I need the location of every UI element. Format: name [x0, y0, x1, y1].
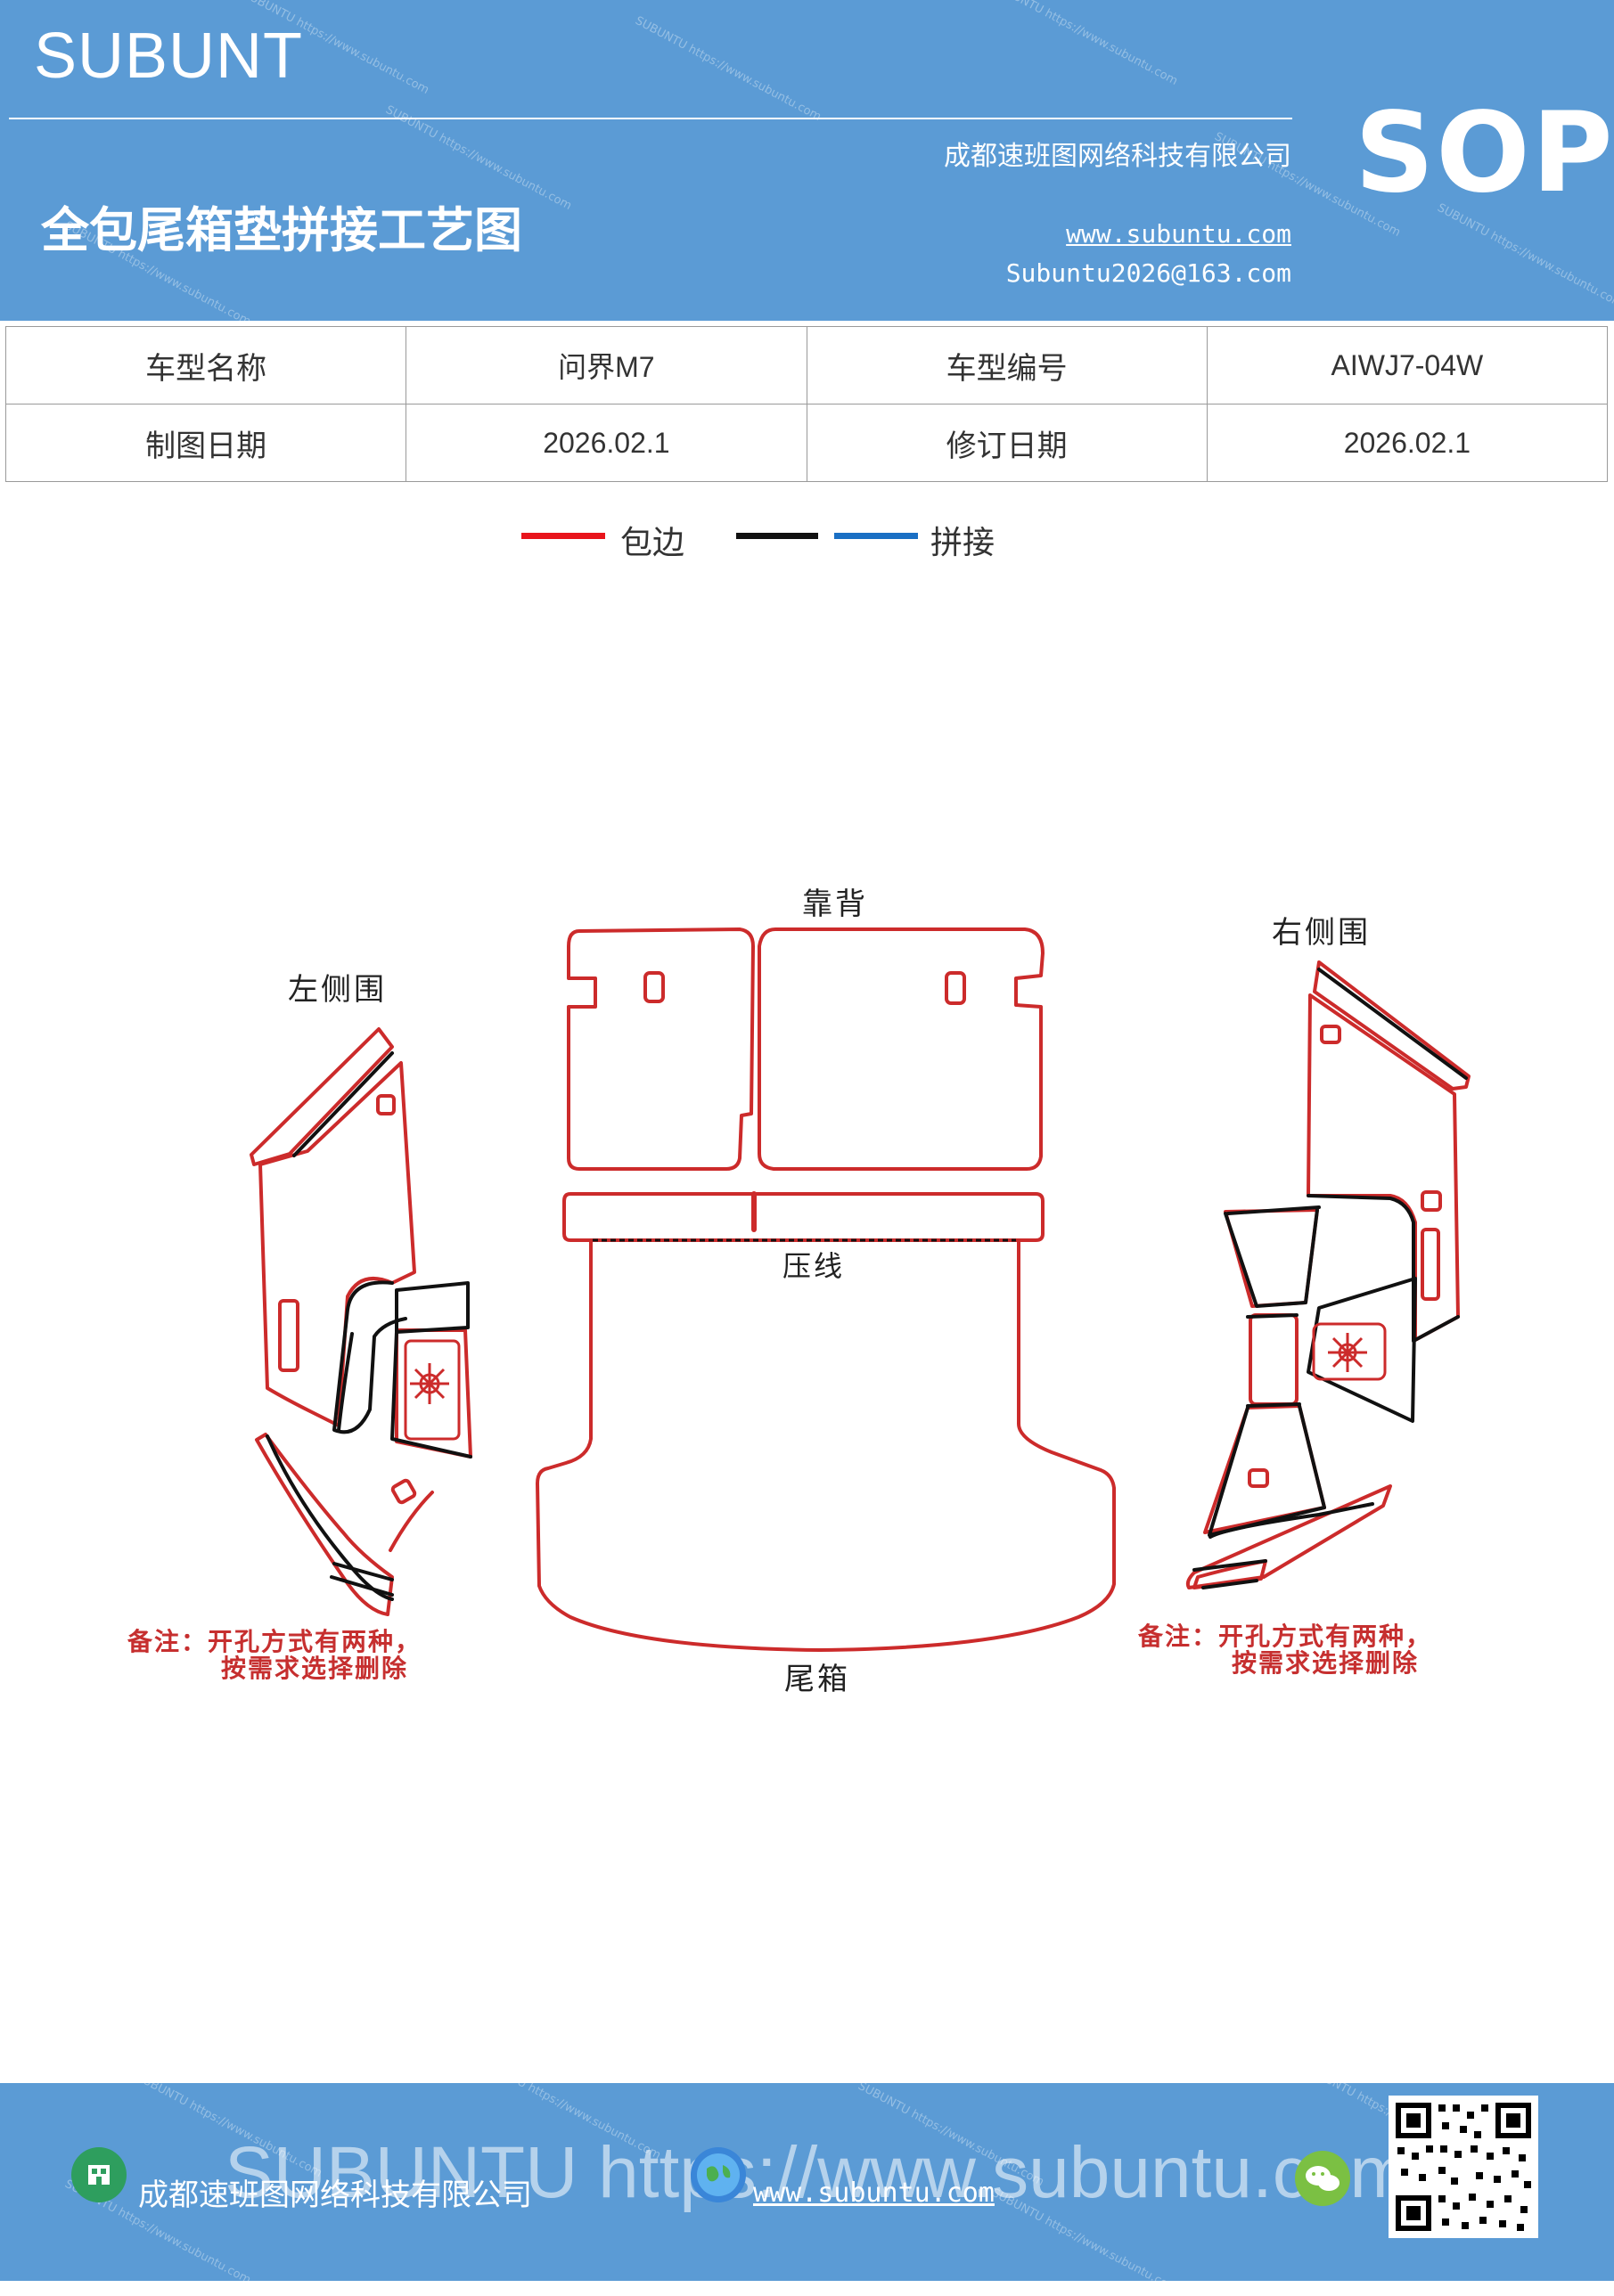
trunk-label: 尾箱	[784, 1662, 850, 1697]
globe-icon	[691, 2147, 746, 2202]
page-header: SUBUNTU https://www.subuntu.com SUBUNTU …	[0, 0, 1614, 329]
backrest-label: 靠背	[802, 887, 868, 922]
model-code-label: 车型编号	[806, 326, 1208, 404]
draw-date-value: 2026.02.1	[406, 404, 807, 482]
legend-edging-label: 包边	[620, 525, 685, 561]
left-side-slot-long	[278, 1299, 299, 1372]
right-side-small-slot	[1248, 1468, 1269, 1488]
legend: 包边 拼接	[0, 517, 1614, 570]
crease-label: 压线	[782, 1249, 845, 1283]
website-link[interactable]: www.subuntu.com	[1066, 219, 1291, 249]
revise-date-value: 2026.02.1	[1206, 404, 1609, 482]
backrest-right-slot	[945, 971, 966, 1005]
model-name-label: 车型名称	[4, 326, 407, 404]
right-side-center-block	[1249, 1313, 1299, 1406]
footer-watermark-text: SUBUNTU https://www.subuntu.com	[225, 2132, 1411, 2213]
company-name: 成都速班图网络科技有限公司	[944, 141, 1291, 172]
revise-date-label: 修订日期	[806, 404, 1208, 482]
footer-website[interactable]: www.subuntu.com	[753, 2178, 995, 2209]
table-row: 车型名称 问界M7 车型编号 AIWJ7-04W	[4, 326, 1609, 404]
note-right-line2: 按需求选择删除	[1232, 1648, 1419, 1678]
legend-black-swatch	[736, 533, 818, 539]
brand-name: SUBUNT	[34, 20, 304, 92]
note-right-line1: 备注：开孔方式有两种，	[1137, 1622, 1432, 1651]
right-side-label: 右侧围	[1272, 915, 1371, 951]
table-row: 制图日期 2026.02.1 修订日期 2026.02.1	[4, 404, 1609, 482]
vehicle-info-table: 车型名称 问界M7 车型编号 AIWJ7-04W 制图日期 2026.02.1 …	[4, 326, 1609, 482]
sop-badge: SOP	[1355, 89, 1614, 217]
right-speaker-grille	[1312, 1322, 1387, 1381]
watermark: SUBUNTU https://www.subuntu.com	[633, 13, 823, 125]
backrest-left-slot	[643, 971, 665, 1003]
watermark: SUBUNTU https://www.subuntu.com	[989, 0, 1180, 89]
header-divider	[9, 118, 1292, 119]
wechat-icon[interactable]	[1295, 2151, 1350, 2206]
right-side-slot-long	[1421, 1228, 1440, 1301]
left-side-lower-curve	[389, 1491, 434, 1552]
left-side-lower-panel	[255, 1433, 394, 1616]
right-side-slot-b	[1421, 1190, 1442, 1212]
crease-strip	[562, 1192, 1045, 1242]
left-speaker-grille	[404, 1339, 461, 1441]
right-side-slot	[1320, 1025, 1341, 1044]
qr-code[interactable]	[1389, 2096, 1538, 2238]
backrest-left-panel	[567, 927, 755, 1171]
draw-date-label: 制图日期	[4, 404, 407, 482]
note-left-line1: 备注：开孔方式有两种，	[127, 1627, 422, 1656]
model-code-value: AIWJ7-04W	[1206, 326, 1609, 404]
backrest-right-panel	[758, 927, 1045, 1171]
email-address[interactable]: Subuntu2026@163.com	[1005, 258, 1291, 288]
left-side-panel-upper	[250, 1027, 394, 1166]
model-name-value: 问界M7	[406, 326, 807, 404]
left-side-small-slot	[390, 1478, 417, 1505]
footer-company: 成都速班图网络科技有限公司	[138, 2178, 532, 2213]
building-icon	[71, 2147, 127, 2202]
trunk-mat-diagram: 靠背 左侧围 右侧围 压线 尾箱 备注：开孔方式有两种， 按需求选择删除 备注：…	[127, 887, 1471, 1697]
trunk-panel	[536, 1238, 1116, 1652]
right-side-panel-upper	[1313, 960, 1471, 1091]
watermark: SUBUNTU https://www.subuntu.com	[1435, 200, 1614, 312]
document-title: 全包尾箱垫拼接工艺图	[41, 202, 522, 258]
left-side-slot	[376, 1094, 396, 1115]
legend-edging-swatch	[521, 533, 605, 539]
note-left-line2: 按需求选择删除	[221, 1654, 408, 1683]
legend-splice-swatch	[834, 533, 918, 539]
left-side-label: 左侧围	[288, 972, 387, 1008]
legend-splice-label: 拼接	[930, 525, 995, 561]
